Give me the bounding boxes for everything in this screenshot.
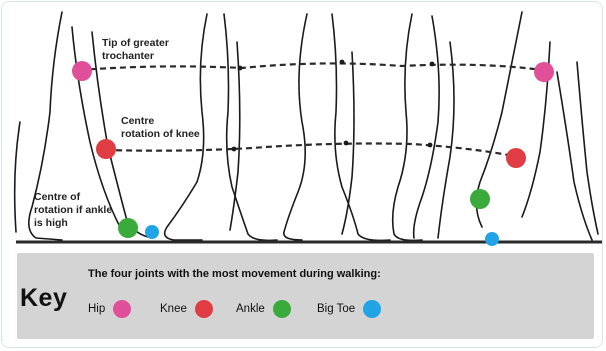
hip-swatch-icon xyxy=(113,300,131,318)
knee-swatch-icon xyxy=(195,300,213,318)
knee-annotation: Centre rotation of knee xyxy=(121,115,200,141)
hip-trajectory xyxy=(80,63,542,70)
knee-path-marker xyxy=(344,141,349,146)
hip-annotation: Tip of greater trochanter xyxy=(102,37,169,63)
hip-path-marker xyxy=(238,66,243,71)
legend-item-ankle: Ankle xyxy=(236,299,291,319)
legend-item-big-toe: Big Toe xyxy=(317,299,381,319)
knee-joint-marker xyxy=(96,139,116,159)
legend-item-hip: Hip xyxy=(88,299,131,319)
leg-figure-partial xyxy=(15,122,20,232)
big-toe-joint-marker xyxy=(485,232,499,246)
hip-joint-marker xyxy=(72,61,92,81)
knee-path-marker xyxy=(428,143,433,148)
hip-path-marker xyxy=(340,60,345,65)
knee-trajectory xyxy=(106,144,514,157)
ankle-joint-marker xyxy=(118,218,138,238)
big-toe-joint-marker xyxy=(145,225,159,239)
leg-figure-4 xyxy=(393,14,454,240)
big-toe-swatch-icon xyxy=(363,300,381,318)
legend-label-hip: Hip xyxy=(88,303,105,315)
key-panel xyxy=(17,253,594,339)
ankle-swatch-icon xyxy=(273,300,291,318)
legend-label-knee: Knee xyxy=(160,303,187,315)
leg-figure-3 xyxy=(284,14,390,240)
knee-joint-marker xyxy=(506,148,526,168)
ankle-joint-marker xyxy=(470,189,490,209)
leg-figure-5 xyxy=(476,12,598,240)
legend-label-ankle: Ankle xyxy=(236,303,265,315)
legend-item-knee: Knee xyxy=(160,299,213,319)
legend-label-big-toe: Big Toe xyxy=(317,303,355,315)
ankle-annotation: Centre of rotation if ankle is high xyxy=(34,191,112,230)
key-title: Key xyxy=(20,284,67,313)
knee-path-marker xyxy=(232,147,237,152)
hip-joint-marker xyxy=(534,62,554,82)
key-description: The four joints with the most movement d… xyxy=(88,268,381,280)
hip-path-marker xyxy=(430,62,435,67)
